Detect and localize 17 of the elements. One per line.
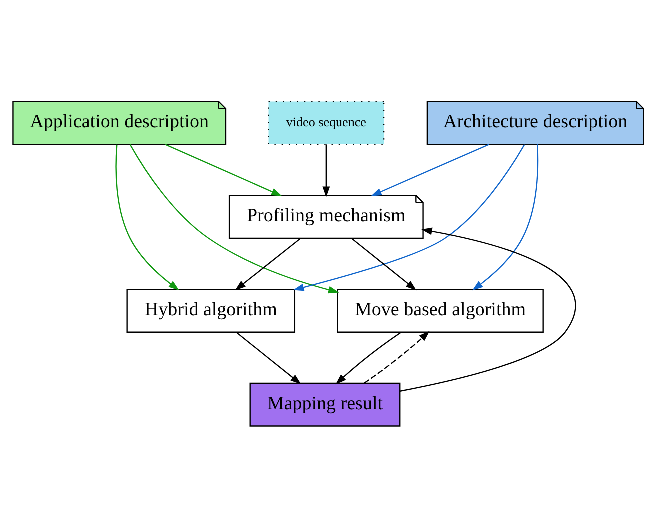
node-box: Move based algorithm	[337, 288, 544, 332]
arrow	[371, 144, 490, 196]
arrow	[165, 144, 282, 196]
arrow	[364, 330, 430, 384]
arrow	[400, 227, 576, 392]
arrow	[116, 144, 180, 290]
arrow	[322, 144, 330, 197]
arrow	[235, 238, 302, 290]
arrow	[293, 144, 526, 291]
arrow	[336, 331, 402, 384]
arrow	[236, 331, 302, 384]
node-box: Hybrid algorithm	[126, 288, 296, 332]
arrow	[472, 144, 539, 290]
arrow	[351, 238, 417, 290]
node-box: Mapping result	[250, 382, 401, 426]
node-box: video sequence	[268, 100, 385, 145]
arrow	[130, 144, 340, 294]
